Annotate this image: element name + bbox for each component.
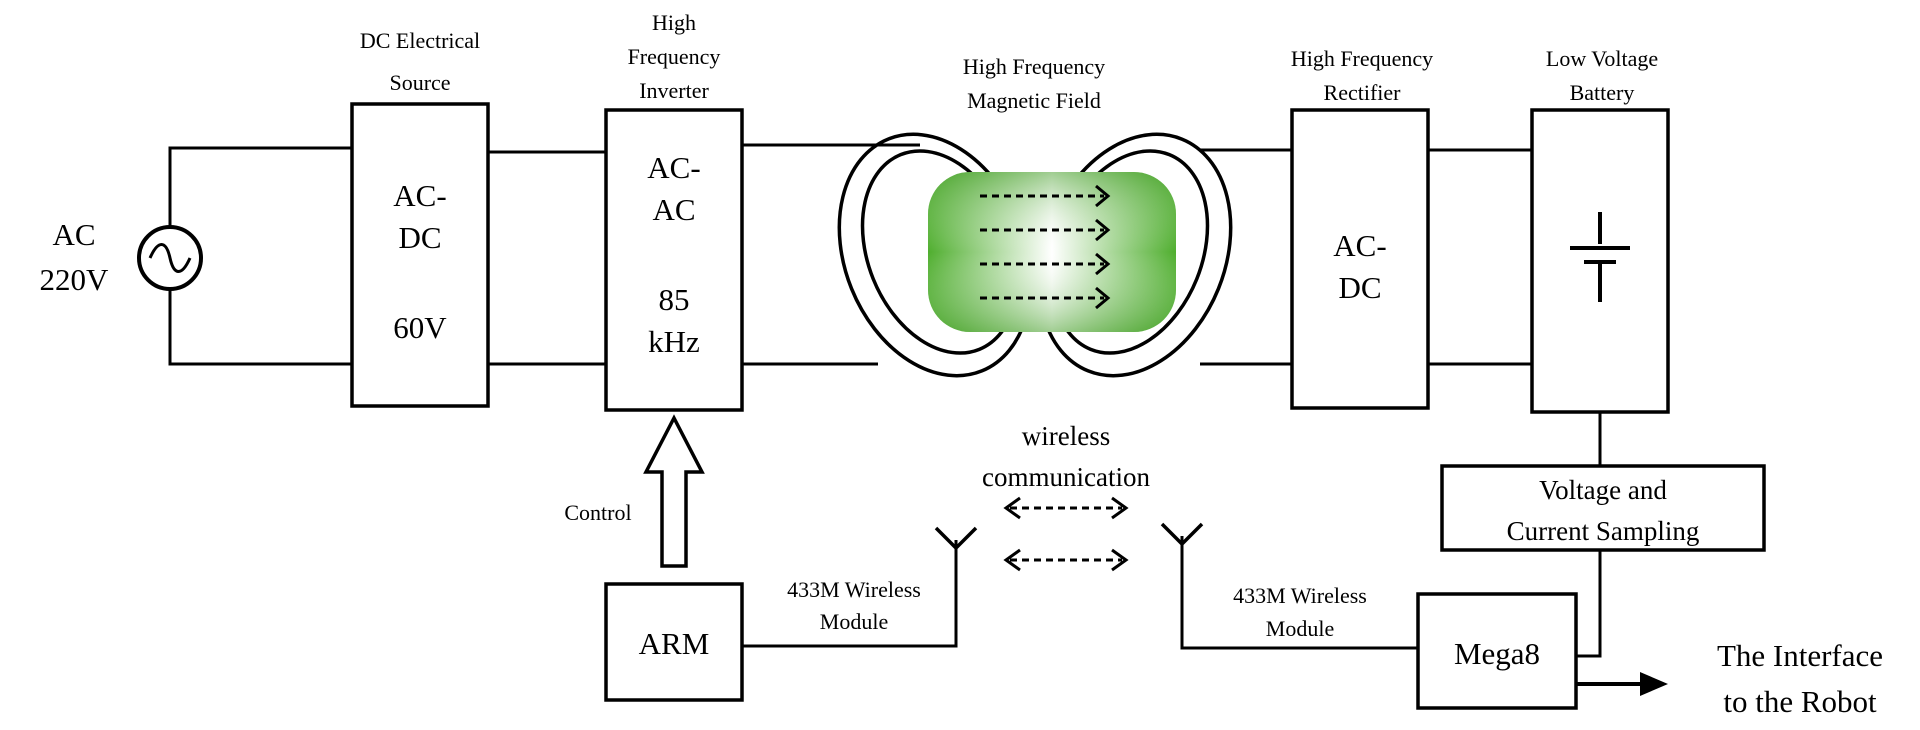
rectifier-caption-line2: Rectifier [1324, 80, 1402, 105]
arm-block: ARM [604, 582, 744, 702]
left-module-line2: Module [820, 609, 888, 634]
rectifier-line2: DC [1338, 270, 1381, 305]
mega8-label: Mega8 [1454, 636, 1540, 671]
rectifier-caption-line1: High Frequency [1291, 46, 1433, 71]
mega8-block: Mega8 [1416, 592, 1578, 710]
battery-caption-line1: Low Voltage [1546, 46, 1658, 71]
ac-label-line1: AC [52, 217, 95, 252]
dc-source-line1: AC- [393, 178, 446, 213]
right-module-line1: 433M Wireless [1233, 583, 1367, 608]
wireless-dashed-arrows [1003, 496, 1129, 572]
interface-line1: The Interface [1717, 638, 1883, 673]
inverter-caption-line1: High [652, 10, 696, 35]
control-arrow: Control [564, 414, 705, 568]
field-arrows [980, 184, 1111, 310]
wireless-comm-line1: wireless [1022, 421, 1110, 451]
inverter-line3: 85 [659, 282, 690, 317]
inverter-line1: AC- [647, 150, 700, 185]
inverter-line2: AC [652, 192, 695, 227]
dc-source-caption-line2: Source [389, 70, 450, 95]
field-caption-line2: Magnetic Field [967, 88, 1101, 113]
battery-caption-line2: Battery [1570, 80, 1635, 105]
ac-label-line2: 220V [40, 262, 110, 297]
voltage-current-sampling-block: Voltage and Current Sampling [1440, 464, 1766, 552]
left-wireless-module: 433M Wireless Module [742, 526, 978, 648]
right-module-line2: Module [1266, 616, 1334, 641]
dc-source-line3: 60V [393, 310, 447, 345]
wireless-communication: wireless communication [982, 421, 1150, 572]
arm-label: ARM [639, 626, 710, 661]
sampling-line2: Current Sampling [1507, 516, 1700, 546]
dc-source-line2: DC [398, 220, 441, 255]
wireless-comm-line2: communication [982, 462, 1150, 492]
magnetic-coupling: High Frequency Magnetic Field [837, 54, 1233, 378]
inverter-line4: kHz [648, 324, 700, 359]
right-wireless-module: 433M Wireless Module [1160, 522, 1418, 650]
inverter-caption-line2: Frequency [628, 44, 721, 69]
control-label: Control [564, 500, 631, 525]
high-frequency-inverter-block: High Frequency Inverter AC- AC 85 kHz [604, 10, 744, 412]
dc-electrical-source-block: DC Electrical Source AC- DC 60V [350, 28, 490, 408]
dc-source-caption-line1: DC Electrical [360, 28, 480, 53]
rectifier-line1: AC- [1333, 228, 1386, 263]
left-module-line1: 433M Wireless [787, 577, 921, 602]
field-caption-line1: High Frequency [963, 54, 1105, 79]
low-voltage-battery-block: Low Voltage Battery [1530, 46, 1670, 414]
wires [168, 143, 1602, 658]
interface-line2: to the Robot [1723, 684, 1877, 719]
battery-icon [1570, 212, 1630, 302]
ac-source: AC 220V [40, 217, 203, 297]
inverter-caption-line3: Inverter [639, 78, 709, 103]
robot-interface-arrow: The Interface to the Robot [1576, 638, 1883, 719]
sampling-line1: Voltage and [1539, 475, 1667, 505]
high-frequency-rectifier-block: High Frequency Rectifier AC- DC [1290, 46, 1433, 410]
